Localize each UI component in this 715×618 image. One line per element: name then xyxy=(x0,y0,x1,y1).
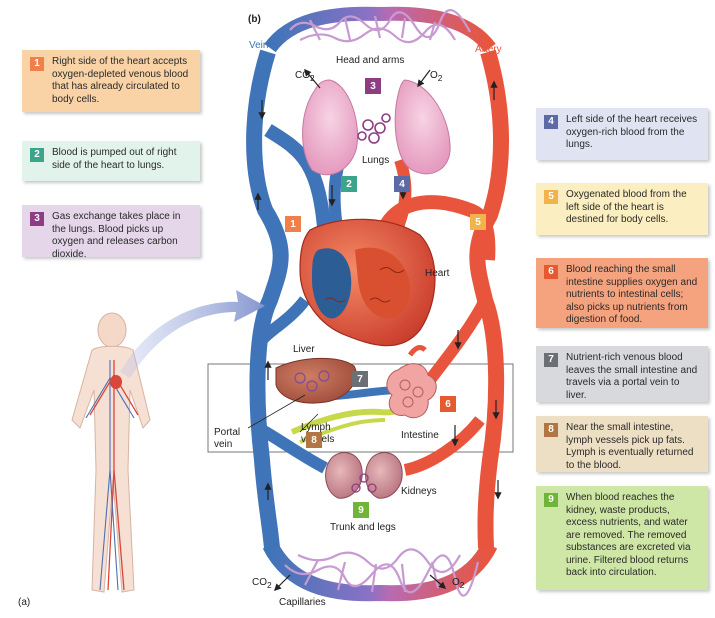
callout-7-text: Nutrient-rich venous blood leaves the sm… xyxy=(566,352,698,401)
callout-9: 9 When blood reaches the kidney, waste p… xyxy=(536,486,708,590)
callout-5-badge: 5 xyxy=(544,190,558,204)
callout-3: 3 Gas exchange takes place in the lungs.… xyxy=(22,205,200,260)
callout-4: 4 Left side of the heart receives oxygen… xyxy=(536,108,708,160)
co2-top-label: CO2 xyxy=(295,70,315,83)
callout-6-text: Blood reaching the small intestine suppl… xyxy=(566,264,698,325)
artery-label: Artery xyxy=(475,44,502,55)
callout-5: 5 Oxygenated blood from the left side of… xyxy=(536,183,708,235)
marker-7: 7 xyxy=(352,371,368,387)
callout-6-badge: 6 xyxy=(544,265,558,279)
callout-2: 2 Blood is pumped out of right side of t… xyxy=(22,141,200,181)
callout-7-badge: 7 xyxy=(544,353,558,367)
top-capillaries xyxy=(264,6,496,53)
o2-bottom-label: O2 xyxy=(452,577,465,590)
callout-1-badge: 1 xyxy=(30,57,44,71)
callout-1-text: Right side of the heart accepts oxygen-d… xyxy=(52,56,189,105)
callout-6: 6 Blood reaching the small intestine sup… xyxy=(536,258,708,328)
callout-4-text: Left side of the heart receives oxygen-r… xyxy=(566,114,698,150)
portal-vein-label: Portal vein xyxy=(214,427,241,450)
human-figure-illustration xyxy=(71,312,151,593)
panel-label-b: (b) xyxy=(248,14,261,25)
callout-5-text: Oxygenated blood from the left side of t… xyxy=(566,189,687,225)
callout-9-text: When blood reaches the kidney, waste pro… xyxy=(566,492,691,578)
panel-label-a: (a) xyxy=(18,597,31,608)
capillaries-label: Capillaries xyxy=(279,597,326,608)
marker-6: 6 xyxy=(440,396,456,412)
callout-2-badge: 2 xyxy=(30,148,44,162)
bottom-capillaries xyxy=(262,541,498,602)
callout-2-text: Blood is pumped out of right side of the… xyxy=(52,147,177,171)
callout-4-badge: 4 xyxy=(544,115,558,129)
liver-label: Liver xyxy=(293,344,315,355)
marker-3: 3 xyxy=(365,78,381,94)
callout-9-badge: 9 xyxy=(544,493,558,507)
callout-3-text: Gas exchange takes place in the lungs. B… xyxy=(52,211,181,260)
lungs-shape xyxy=(302,79,451,176)
kidneys-label: Kidneys xyxy=(401,486,437,497)
heart-shape xyxy=(299,218,436,347)
kidneys-shape xyxy=(325,452,403,499)
vein-label: Vein xyxy=(249,40,269,51)
main-vein xyxy=(246,49,289,549)
callout-1: 1 Right side of the heart accepts oxygen… xyxy=(22,50,200,112)
callout-8-badge: 8 xyxy=(544,423,558,437)
callout-3-badge: 3 xyxy=(30,212,44,226)
zoom-region-frame xyxy=(207,363,514,453)
marker-8: 8 xyxy=(306,432,322,448)
callout-7: 7 Nutrient-rich venous blood leaves the … xyxy=(536,346,708,402)
o2-top-label: O2 xyxy=(430,70,443,83)
co2-bottom-label: CO2 xyxy=(252,577,272,590)
intestine-label: Intestine xyxy=(401,430,439,441)
marker-1: 1 xyxy=(285,216,301,232)
heart-label: Heart xyxy=(425,268,450,279)
callout-8-text: Near the small intestine, lymph vessels … xyxy=(566,422,694,471)
marker-4: 4 xyxy=(394,176,410,192)
marker-5: 5 xyxy=(470,214,486,230)
head-arms-label: Head and arms xyxy=(336,55,405,66)
marker-9: 9 xyxy=(353,502,369,518)
trunk-legs-label: Trunk and legs xyxy=(330,522,396,533)
lungs-label: Lungs xyxy=(362,155,390,166)
callout-8: 8 Near the small intestine, lymph vessel… xyxy=(536,416,708,472)
intestine-shape xyxy=(386,345,437,419)
zoom-arrow xyxy=(120,290,265,378)
marker-2: 2 xyxy=(341,176,357,192)
